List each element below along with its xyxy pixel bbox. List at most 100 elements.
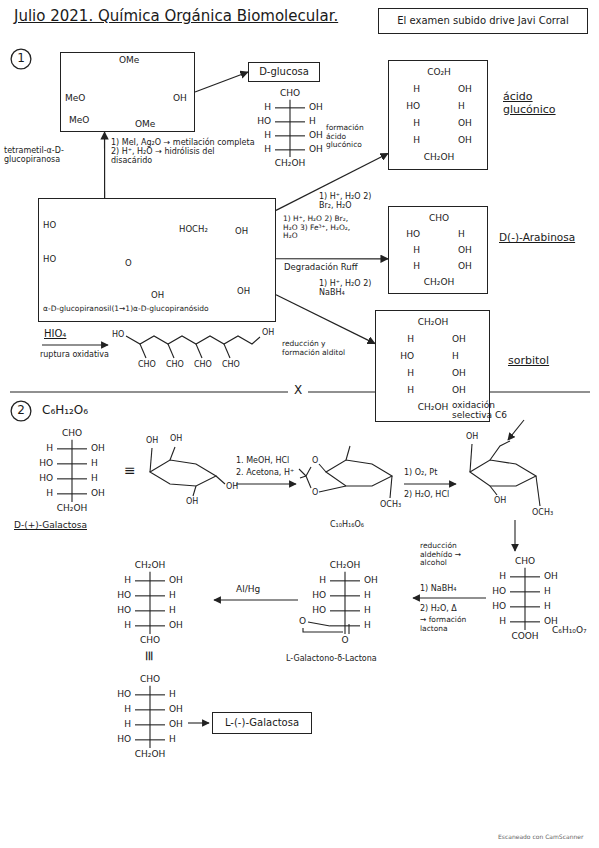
circle-outline xyxy=(11,401,31,421)
edge-label: 1) H⁺, H₂O 2) NaBH₄ xyxy=(318,279,375,297)
structure-stroke xyxy=(10,391,288,392)
label-text: OH xyxy=(186,497,198,506)
label-text: OH xyxy=(544,571,558,581)
label-text: CHO xyxy=(140,635,160,645)
structure-stroke xyxy=(150,448,152,472)
label-text: CHO xyxy=(222,360,240,369)
node-text: HOCH₂ xyxy=(179,225,208,235)
label-text: O xyxy=(312,488,318,497)
node-text: H xyxy=(458,101,465,111)
label-text: OH xyxy=(544,616,558,626)
label-text: OH xyxy=(262,328,274,337)
node-text: OMe xyxy=(135,119,155,129)
label-text: OH xyxy=(91,488,105,498)
label-text: OH xyxy=(169,704,183,714)
label-text: reducción y formación alditol xyxy=(282,340,357,357)
label-text: HO xyxy=(492,586,506,596)
number-circle: 1 xyxy=(10,48,32,70)
structure-stroke xyxy=(303,628,343,632)
node-text: CH₂OH xyxy=(418,402,449,412)
structure-stroke xyxy=(346,446,350,460)
node-text: H xyxy=(407,385,414,395)
label-text: OH xyxy=(309,144,323,154)
label-text: OH xyxy=(169,719,183,729)
label-text: H xyxy=(169,590,176,600)
node-text: OH xyxy=(458,84,472,94)
node-text: OMe xyxy=(119,55,139,65)
label-text: H xyxy=(364,620,371,630)
structure-box: HOHOOHOCH₂OHOHOHα-D-glucopiranosil(1→1)α… xyxy=(38,198,276,322)
label-text: X xyxy=(294,384,302,398)
label-text: HO xyxy=(117,734,131,744)
structure-stroke xyxy=(319,464,326,472)
node-text: CH₂OH xyxy=(424,152,455,162)
node-text: H xyxy=(413,118,420,128)
label-text: H xyxy=(124,575,131,585)
label-text: HO xyxy=(117,605,131,615)
label-text: 2. Acetona, H⁺ xyxy=(236,468,294,477)
structure-stroke xyxy=(319,486,346,492)
label-text: CHO xyxy=(515,556,535,566)
label-text: CHO xyxy=(166,360,184,369)
label-text: ruptura oxidativa xyxy=(40,350,112,359)
label-text: O xyxy=(299,616,306,626)
node-text: O xyxy=(125,259,132,269)
label-text: H xyxy=(364,605,371,615)
label-text: H xyxy=(319,575,326,585)
reaction-arrow xyxy=(195,72,248,92)
label-text: HO xyxy=(112,330,124,339)
structure-stroke xyxy=(42,344,108,345)
label-text: CHO xyxy=(138,360,156,369)
structure-stroke xyxy=(490,486,497,495)
label-text: formación ácido glucónico xyxy=(326,124,372,150)
label-text: OH xyxy=(494,496,506,505)
node-text: H xyxy=(407,368,414,378)
label-text: H xyxy=(544,586,551,596)
label-text: D-(+)-Galactosa xyxy=(14,520,87,530)
structure-stroke xyxy=(306,476,311,488)
fischer-bond xyxy=(524,568,525,630)
node-text: MeO xyxy=(65,93,85,103)
node-text: H xyxy=(458,229,465,239)
structure-stroke xyxy=(299,469,306,476)
label-text: CH₂OH xyxy=(275,158,306,168)
structure-stroke xyxy=(508,420,524,440)
number-circle: 2 xyxy=(10,400,32,422)
structure-box: OMeMeOMeOOMeOH xyxy=(60,52,195,132)
label-text: HO xyxy=(312,590,326,600)
structure-stroke xyxy=(150,460,216,486)
label-text: Degradación Ruff xyxy=(284,263,358,273)
label-text: OCH₃ xyxy=(380,500,401,509)
label-text: H xyxy=(91,458,98,468)
node-text: OH xyxy=(452,334,466,344)
node-text: OH xyxy=(237,287,250,297)
label-text: CHO xyxy=(280,88,300,98)
edge-label: 1) H⁺, H₂O 2) Br₂, H₂O xyxy=(318,192,380,210)
structure-stroke xyxy=(413,597,486,598)
label-text: H xyxy=(499,571,506,581)
structure-stroke xyxy=(536,476,540,506)
structure-box: D-glucosa xyxy=(248,62,320,82)
structure-box: CO₂HHOHHOHHOHHOHCH₂OHácido glucónico xyxy=(388,60,488,170)
node-text: OH xyxy=(452,385,466,395)
label-text: H xyxy=(91,473,98,483)
node-text: 2 xyxy=(17,404,25,418)
structure-stroke xyxy=(224,344,230,358)
label-text: H xyxy=(169,605,176,615)
structure-stroke xyxy=(390,476,392,498)
label-text: H xyxy=(544,601,551,611)
label-text: H xyxy=(124,620,131,630)
label-text: 2) H₂O, HCl xyxy=(404,490,449,499)
structure-stroke xyxy=(193,486,196,496)
label-text: CH₂OH xyxy=(135,749,166,759)
structure-stroke xyxy=(470,444,472,472)
node-text: D(-)-Arabinosa xyxy=(499,231,575,243)
label-text: CH₂OH xyxy=(330,560,361,570)
circle-outline xyxy=(11,49,31,69)
label-text: → formación lactona xyxy=(420,616,484,633)
node-text: HO xyxy=(43,255,56,265)
label-text: O xyxy=(312,456,318,465)
label-text: oxidación selectiva C6 xyxy=(452,400,524,421)
node-text: sorbitol xyxy=(508,355,549,368)
structure-stroke xyxy=(514,520,515,551)
